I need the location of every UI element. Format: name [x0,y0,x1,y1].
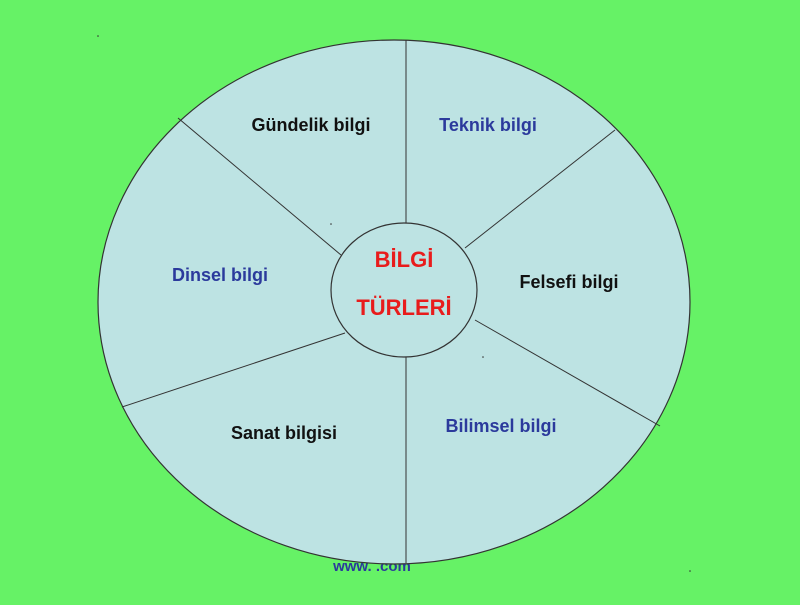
stray-dot [97,35,99,37]
stray-dot [689,570,691,572]
segment-label-bilimsel: Bilimsel bilgi [445,416,556,436]
divider-lines [121,40,661,563]
stray-dots [97,35,691,572]
segment-label-teknik: Teknik bilgi [439,115,537,135]
divider-upper-right [464,129,616,249]
divider-lower-left [121,332,346,408]
segment-label-sanat: Sanat bilgisi [231,423,337,443]
stray-dot [482,356,484,358]
segment-label-gundelik: Gündelik bilgi [251,115,370,135]
divider-upper-left [177,117,342,256]
stray-dot [330,223,332,225]
center-title-line1: BİLGİ [375,247,434,272]
divider-lower-right [474,319,661,427]
segment-label-felsefi: Felsefi bilgi [519,272,618,292]
center-circle [330,222,478,358]
segment-label-dinsel: Dinsel bilgi [172,265,268,285]
center-title-line2: TÜRLERİ [356,295,451,320]
